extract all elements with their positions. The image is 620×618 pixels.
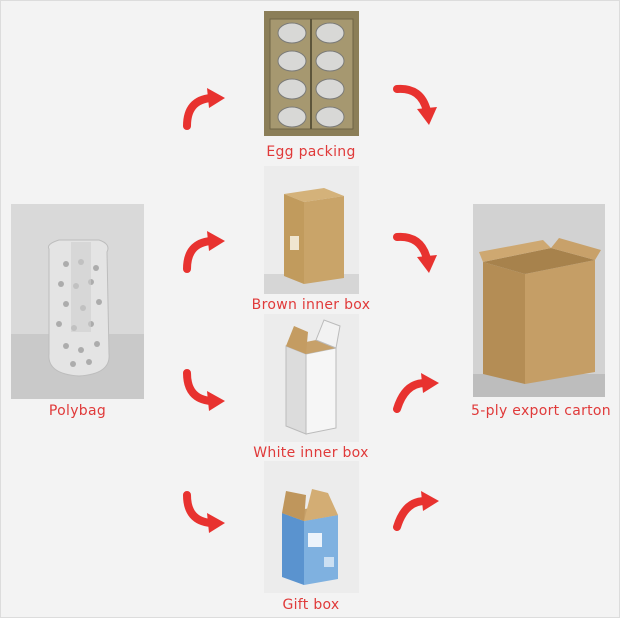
egg-packing-photo bbox=[264, 11, 359, 136]
egg-packing-label: Egg packing bbox=[266, 144, 356, 160]
white-inner-box-label: White inner box bbox=[253, 445, 369, 461]
gift-box-photo bbox=[264, 461, 359, 593]
brown-inner-box-label: Brown inner box bbox=[251, 297, 371, 313]
curved-arrow-icon bbox=[181, 367, 227, 413]
gift-box-label: Gift box bbox=[282, 597, 340, 613]
export-carton-label: 5-ply export carton bbox=[471, 403, 611, 419]
curved-arrow-icon bbox=[393, 229, 439, 275]
polybag-photo bbox=[11, 204, 144, 399]
curved-arrow-icon bbox=[393, 487, 439, 533]
curved-arrow-icon bbox=[393, 81, 439, 127]
curved-arrow-icon bbox=[181, 229, 227, 275]
polybag-label: Polybag bbox=[48, 403, 107, 419]
curved-arrow-icon bbox=[181, 86, 227, 132]
export-carton-photo bbox=[473, 204, 605, 397]
brown-inner-box-photo bbox=[264, 166, 359, 294]
curved-arrow-icon bbox=[181, 489, 227, 535]
curved-arrow-icon bbox=[393, 369, 439, 415]
white-inner-box-photo bbox=[264, 314, 359, 442]
